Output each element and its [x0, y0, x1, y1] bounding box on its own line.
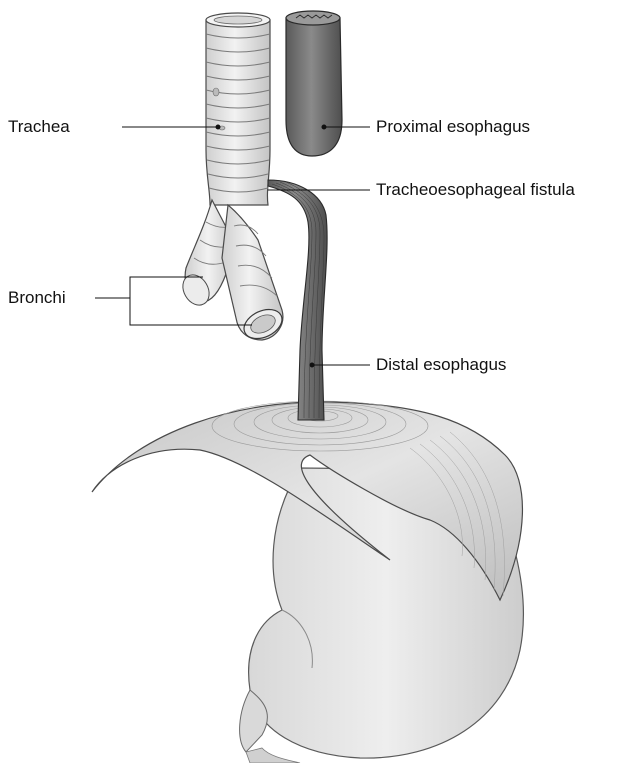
bronchi — [178, 200, 287, 344]
trachea — [206, 13, 270, 205]
label-fistula: Tracheoesophageal fistula — [376, 180, 575, 200]
label-bronchi: Bronchi — [8, 288, 66, 308]
label-proximal-esophagus: Proximal esophagus — [376, 117, 530, 137]
proximal-esophagus — [286, 11, 342, 156]
label-distal-esophagus: Distal esophagus — [376, 355, 506, 375]
label-trachea: Trachea — [8, 117, 70, 137]
